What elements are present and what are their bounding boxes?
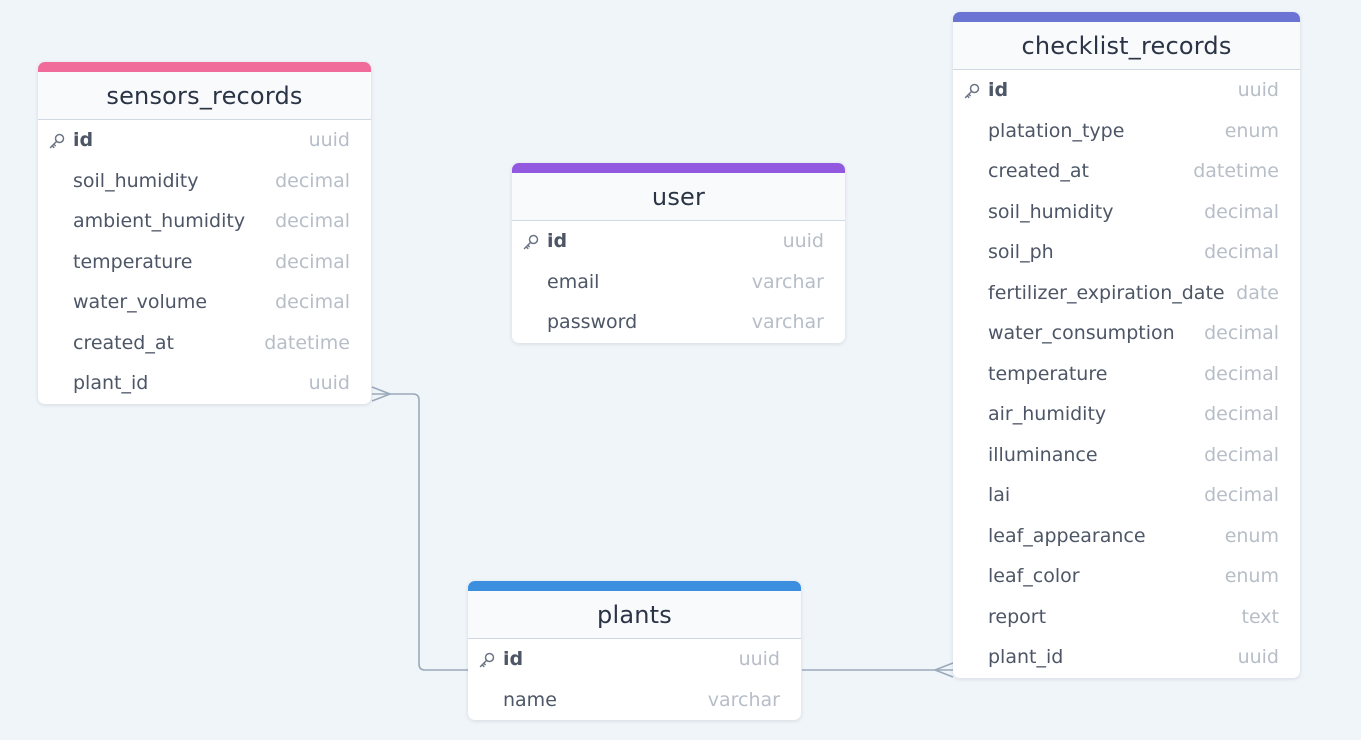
field-name: name: [503, 688, 557, 711]
field-row[interactable]: lai decimal: [953, 475, 1300, 516]
field-row[interactable]: leaf_color enum: [953, 556, 1300, 597]
field-type: decimal: [275, 291, 350, 314]
field-row[interactable]: id uuid: [512, 221, 845, 262]
field-row[interactable]: soil_humidity decimal: [38, 161, 371, 202]
field-row[interactable]: created_at datetime: [953, 151, 1300, 192]
field-row[interactable]: platation_type enum: [953, 111, 1300, 152]
field-row[interactable]: water_consumption decimal: [953, 313, 1300, 354]
field-name: id: [503, 648, 524, 671]
field-name: temperature: [73, 250, 193, 273]
table-user[interactable]: user id uuid email varchar password varchar: [512, 163, 845, 343]
relation-checklist-plants: [802, 662, 954, 678]
field-type: enum: [1224, 565, 1279, 588]
table-header[interactable]: sensors_records: [38, 62, 371, 120]
field-type: decimal: [1204, 403, 1279, 426]
field-name: air_humidity: [988, 403, 1107, 426]
field-row[interactable]: report text: [953, 597, 1300, 638]
field-type: enum: [1224, 524, 1279, 547]
field-type: varchar: [707, 688, 780, 711]
field-name: created_at: [988, 160, 1089, 183]
field-row[interactable]: air_humidity decimal: [953, 394, 1300, 435]
field-row[interactable]: temperature decimal: [953, 354, 1300, 395]
field-name: water_volume: [73, 291, 208, 314]
field-type: uuid: [308, 129, 350, 152]
field-type: decimal: [1204, 322, 1279, 345]
relation-sensors-plants: [371, 386, 468, 671]
field-name: soil_ph: [988, 241, 1054, 264]
field-name: id: [988, 79, 1009, 102]
field-type: date: [1236, 281, 1279, 304]
field-name: illuminance: [988, 443, 1098, 466]
field-type: decimal: [1204, 362, 1279, 385]
field-type: decimal: [1204, 443, 1279, 466]
field-name: password: [547, 311, 638, 334]
field-name: plant_id: [988, 646, 1064, 669]
table-plants[interactable]: plants id uuid name varchar: [468, 581, 801, 720]
field-name: leaf_color: [988, 565, 1080, 588]
field-row[interactable]: plant_id uuid: [953, 637, 1300, 678]
field-type: decimal: [275, 210, 350, 233]
field-type: uuid: [738, 648, 780, 671]
table-header[interactable]: checklist_records: [953, 12, 1300, 70]
field-name: water_consumption: [988, 322, 1175, 345]
field-type: datetime: [1193, 160, 1279, 183]
key-icon: [479, 652, 495, 668]
field-row[interactable]: soil_ph decimal: [953, 232, 1300, 273]
field-row[interactable]: created_at datetime: [38, 323, 371, 364]
field-name: fertilizer_expiration_date: [988, 281, 1225, 304]
field-list: id uuid email varchar password varchar: [512, 221, 845, 343]
field-name: created_at: [73, 331, 174, 354]
field-name: id: [73, 129, 94, 152]
field-row[interactable]: soil_humidity decimal: [953, 192, 1300, 233]
field-type: decimal: [275, 250, 350, 273]
field-row[interactable]: plant_id uuid: [38, 363, 371, 404]
field-type: uuid: [308, 372, 350, 395]
field-name: lai: [988, 484, 1011, 507]
field-row[interactable]: water_volume decimal: [38, 282, 371, 323]
field-type: decimal: [1204, 484, 1279, 507]
table-header[interactable]: user: [512, 163, 845, 221]
key-icon: [523, 234, 539, 250]
field-type: uuid: [1237, 646, 1279, 669]
field-name: plant_id: [73, 372, 149, 395]
table-header[interactable]: plants: [468, 581, 801, 639]
field-row[interactable]: fertilizer_expiration_date date: [953, 273, 1300, 314]
field-row[interactable]: id uuid: [38, 120, 371, 161]
field-row[interactable]: ambient_humidity decimal: [38, 201, 371, 242]
key-icon: [964, 83, 980, 99]
field-type: datetime: [264, 331, 350, 354]
field-type: text: [1241, 605, 1280, 628]
field-type: decimal: [275, 169, 350, 192]
field-name: id: [547, 230, 568, 253]
field-name: leaf_appearance: [988, 524, 1146, 547]
field-name: ambient_humidity: [73, 210, 246, 233]
field-type: varchar: [751, 270, 824, 293]
field-row[interactable]: leaf_appearance enum: [953, 516, 1300, 557]
field-type: uuid: [782, 230, 824, 253]
field-row[interactable]: id uuid: [953, 70, 1300, 111]
field-type: varchar: [751, 311, 824, 334]
field-name: soil_humidity: [73, 169, 199, 192]
key-icon: [49, 133, 65, 149]
field-type: uuid: [1237, 79, 1279, 102]
field-row[interactable]: password varchar: [512, 302, 845, 343]
field-row[interactable]: id uuid: [468, 639, 801, 680]
field-list: id uuid name varchar: [468, 639, 801, 720]
field-type: decimal: [1204, 241, 1279, 264]
field-name: temperature: [988, 362, 1108, 385]
field-name: platation_type: [988, 119, 1125, 142]
field-name: soil_humidity: [988, 200, 1114, 223]
field-type: decimal: [1204, 200, 1279, 223]
field-name: email: [547, 270, 600, 293]
field-name: report: [988, 605, 1047, 628]
field-row[interactable]: temperature decimal: [38, 242, 371, 283]
field-row[interactable]: name varchar: [468, 680, 801, 721]
field-row[interactable]: illuminance decimal: [953, 435, 1300, 476]
field-row[interactable]: email varchar: [512, 262, 845, 303]
field-type: enum: [1224, 119, 1279, 142]
